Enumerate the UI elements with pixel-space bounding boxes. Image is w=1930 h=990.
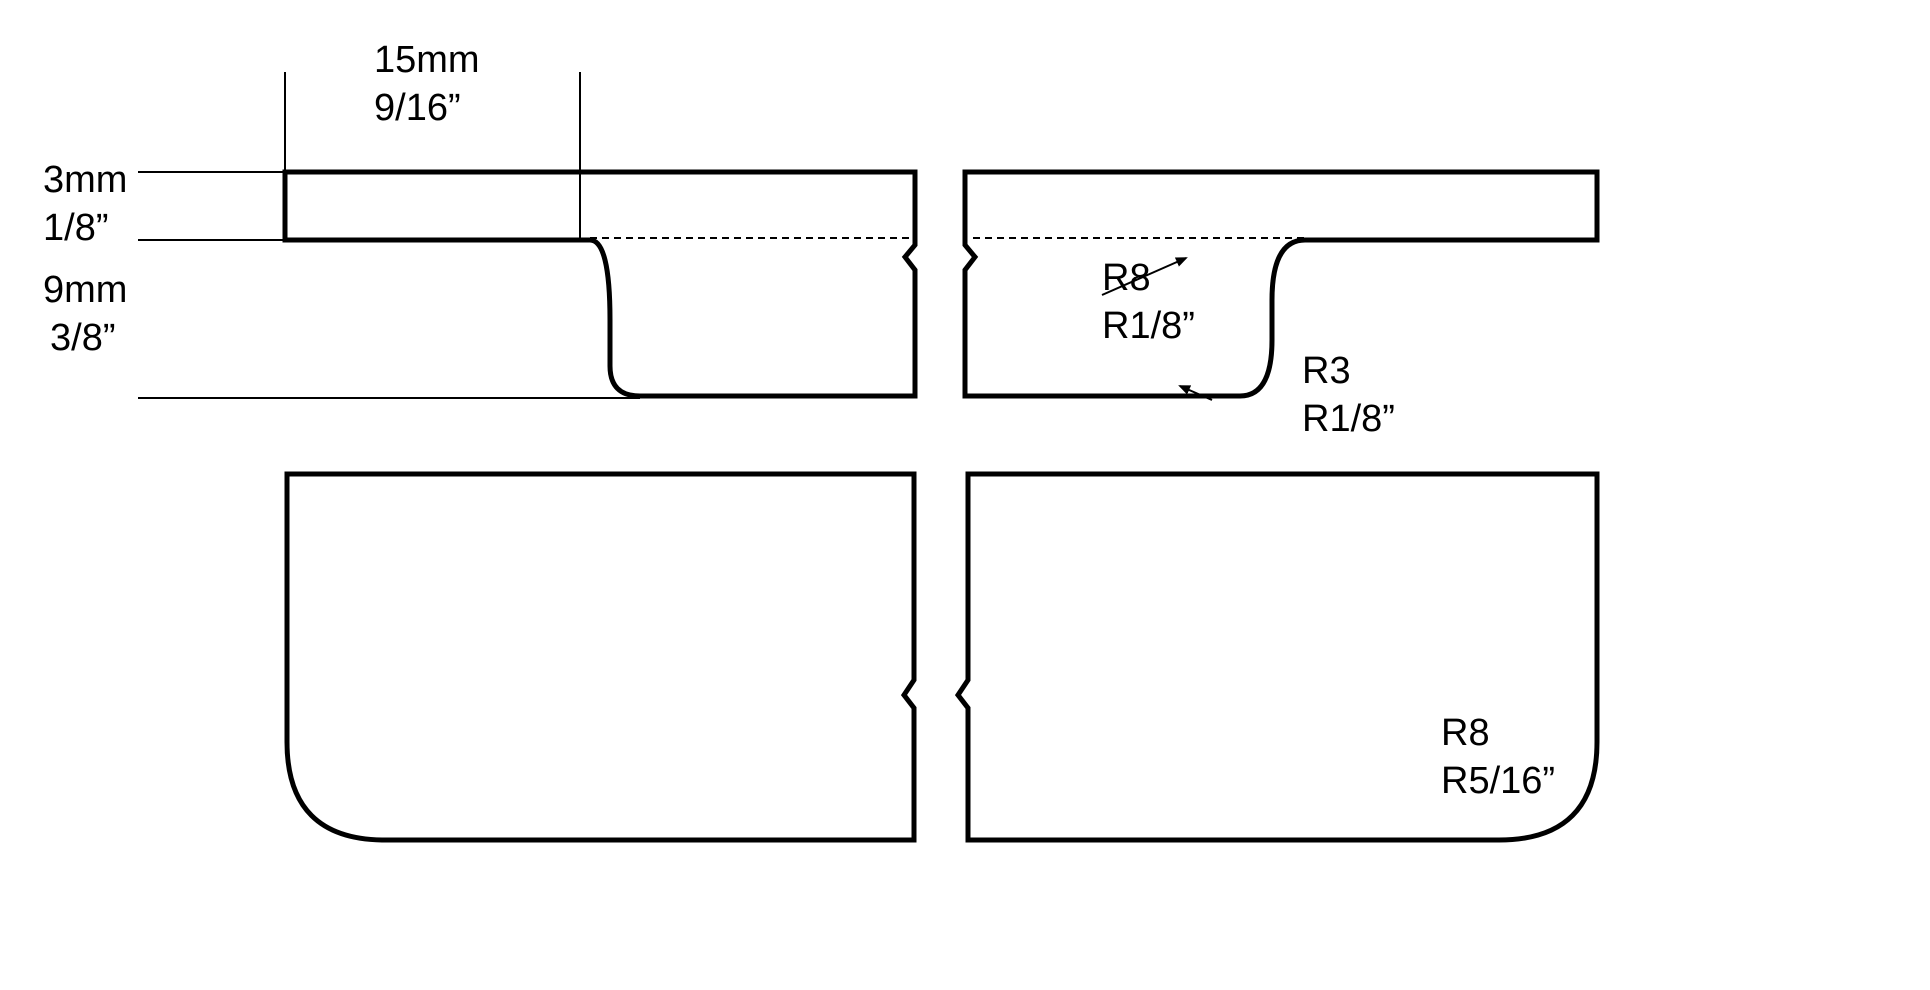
dimension-lines: [138, 72, 640, 399]
outer-bend-leader-arrow: [1178, 385, 1213, 401]
depth-imperial-label: 3/8”: [50, 317, 115, 359]
section-left-outline: [282, 169, 918, 399]
plan-view: [284, 471, 1600, 843]
inner-bend-radius-metric: R8: [1102, 257, 1151, 299]
thickness-imperial-label: 1/8”: [43, 207, 108, 249]
plan-left-outline: [284, 471, 917, 843]
radius-labels: R8 R1/8” R3 R1/8” R8 R5/16”: [1102, 257, 1555, 802]
width-imperial-label: 9/16”: [374, 87, 461, 129]
width-metric-label: 15mm: [374, 39, 480, 81]
outer-bend-radius-imperial: R1/8”: [1302, 398, 1395, 440]
inner-bend-radius-imperial: R1/8”: [1102, 305, 1195, 347]
plan-right-outline: [954, 471, 1600, 843]
dimension-labels: 15mm 9/16” 3mm 1/8” 9mm 3/8”: [43, 39, 480, 359]
outer-bend-radius-metric: R3: [1302, 350, 1351, 392]
inner-bend-leader-arrow: [1101, 257, 1188, 296]
section-right-outline: [962, 169, 1600, 399]
plan-corner-radius-imperial: R5/16”: [1441, 760, 1555, 802]
depth-metric-label: 9mm: [43, 269, 127, 311]
thickness-metric-label: 3mm: [43, 159, 127, 201]
radius-leaders: [1101, 257, 1213, 401]
plan-corner-radius-metric: R8: [1441, 712, 1490, 754]
section-view: [282, 169, 1600, 399]
